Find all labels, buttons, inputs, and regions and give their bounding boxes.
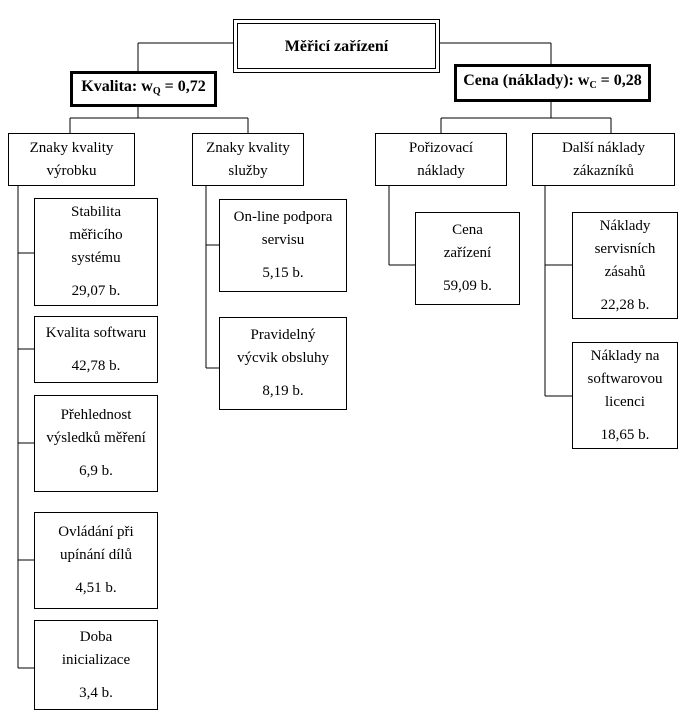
leaf-software: Kvalita softwaru 42,78 b. <box>34 316 158 383</box>
cost-label: Cena (náklady): wC = 0,28 <box>463 72 642 91</box>
leaf-points: 3,4 b. <box>79 684 113 701</box>
leaf-points: 18,65 b. <box>600 426 650 443</box>
quality-node: Kvalita: wQ = 0,72 <box>70 71 217 107</box>
leaf-points: 59,09 b. <box>443 278 492 294</box>
cost-node: Cena (náklady): wC = 0,28 <box>454 64 651 102</box>
quality-label: Kvalita: wQ = 0,72 <box>81 78 206 97</box>
leaf-points: 42,78 b. <box>71 357 121 374</box>
leaf-points: 6,9 b. <box>79 463 113 479</box>
leaf-points: 22,28 b. <box>600 296 650 313</box>
root-label: Měřicí zařízení <box>284 37 389 55</box>
leaf-points: 8,19 b. <box>262 383 304 399</box>
leaf-points: 29,07 b. <box>71 283 121 299</box>
leaf-points: 5,15 b. <box>262 265 304 281</box>
root-node: Měřicí zařízení <box>233 19 440 73</box>
leaf-points: 4,51 b. <box>75 580 117 596</box>
